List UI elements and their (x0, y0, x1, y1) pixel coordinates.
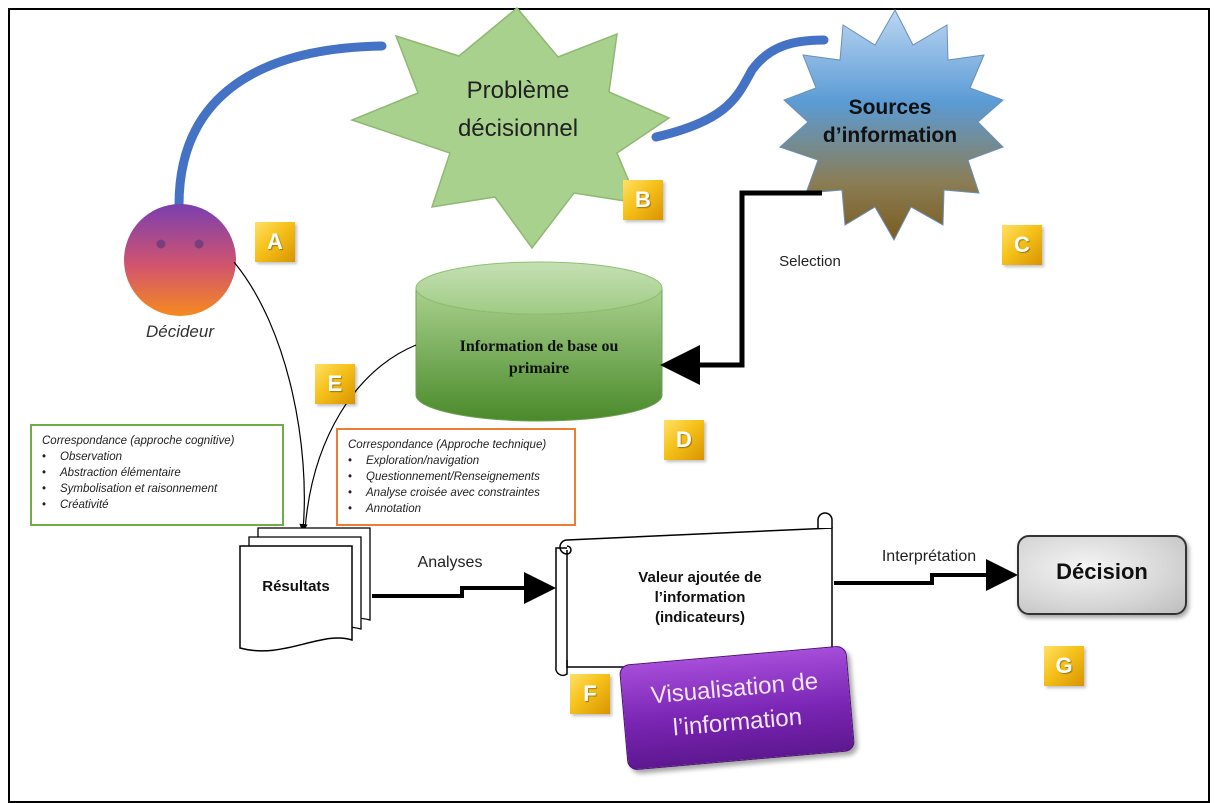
badge-a: A (255, 222, 295, 262)
technique-list: Exploration/navigation Questionnement/Re… (348, 453, 564, 517)
badge-b: B (623, 180, 663, 220)
cognitive-box: Correspondance (approche cognitive) Obse… (30, 424, 284, 526)
technique-item: Exploration/navigation (348, 453, 564, 469)
cognitive-title: Correspondance (approche cognitive) (42, 435, 235, 447)
cognitive-item: Abstraction élémentaire (42, 465, 272, 481)
analyses-label: Analyses (417, 554, 483, 571)
interpretation-label: Interprétation (881, 548, 977, 565)
sources-burst-shape (779, 8, 1004, 242)
decideur-to-resultats-line (233, 261, 308, 533)
decideur-face (124, 204, 236, 316)
technique-item: Analyse croisée avec constraintes (348, 485, 564, 501)
decideur-eye-right (194, 239, 204, 249)
badge-d: D (664, 420, 704, 460)
decision-label: Décision (1056, 559, 1148, 584)
cognitive-list: Observation Abstraction élémentaire Symb… (42, 449, 272, 513)
technique-title: Correspondance (Approche technique) (348, 439, 547, 451)
decideur-eye-left (156, 239, 166, 249)
cognitive-item: Créativité (42, 497, 272, 513)
cognitive-item: Symbolisation et raisonnement (42, 481, 272, 497)
probleme-label: Problème décisionnel (457, 77, 579, 142)
sources-label: Sources d’information (822, 96, 958, 147)
connector-probleme-sources (651, 35, 829, 142)
technique-box: Correspondance (Approche technique) Expl… (336, 428, 576, 526)
badge-c: C (1002, 225, 1042, 265)
probleme-star-shape (349, 6, 671, 250)
decision-box (1017, 535, 1187, 615)
connector-decideur-probleme (174, 41, 387, 210)
valeur-scroll-right-curl (817, 512, 833, 528)
valeur-label: Valeur ajoutée de l’information (indicat… (638, 569, 762, 626)
valeur-scroll-left-curl (555, 539, 572, 677)
selection-label: Selection (779, 253, 841, 270)
diagram-frame (8, 8, 1210, 803)
cognitive-item: Observation (42, 449, 272, 465)
selection-arrow (660, 190, 822, 385)
interpretation-arrow (834, 559, 1018, 591)
infobase-to-resultats-line (304, 344, 417, 531)
info-base-label: Information de base ou primaire (459, 338, 619, 377)
badge-g: G (1044, 646, 1084, 686)
analyses-arrow (372, 572, 556, 604)
resultats-page-front (239, 545, 353, 652)
info-base-cylinder-top (415, 261, 663, 315)
badge-e: E (315, 364, 355, 404)
technique-item: Annotation (348, 501, 564, 517)
resultats-label: Résultats (262, 578, 330, 595)
badge-f: F (570, 674, 610, 714)
technique-item: Questionnement/Renseignements (348, 469, 564, 485)
decideur-label: Décideur (145, 322, 215, 341)
